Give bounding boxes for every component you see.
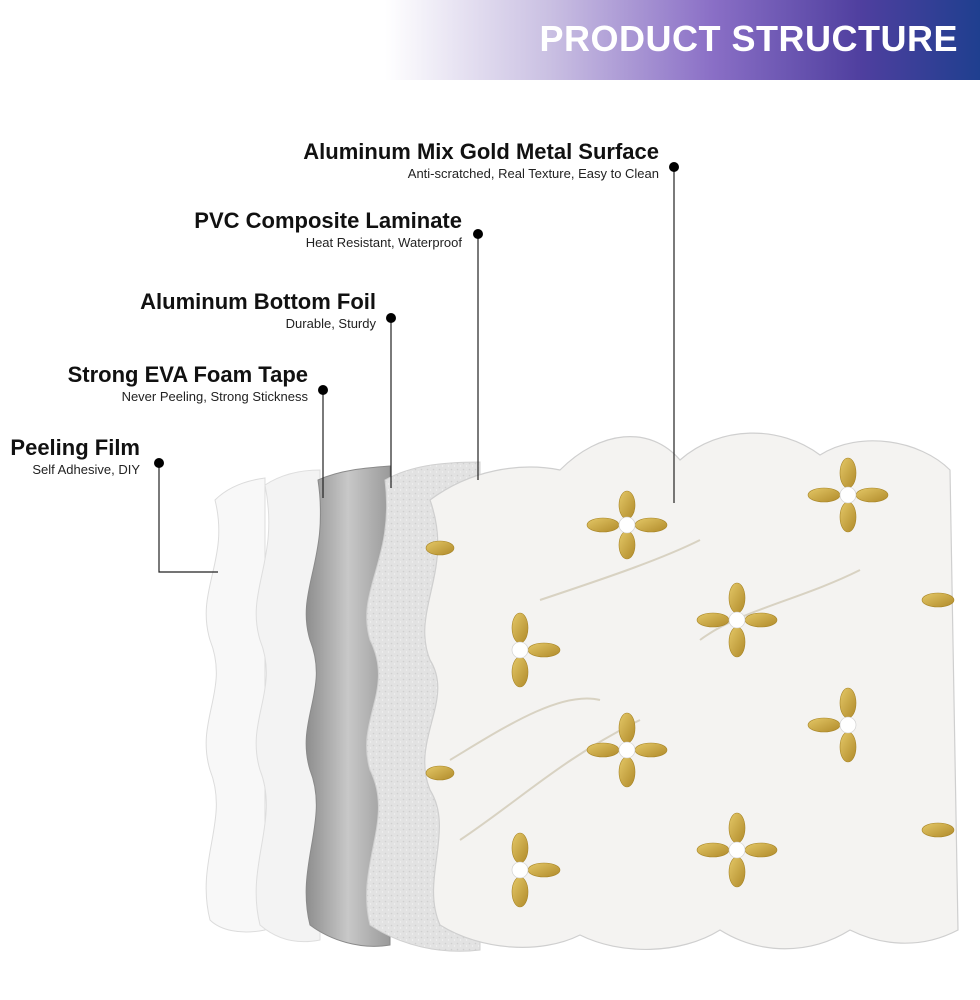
header-banner: PRODUCT STRUCTURE: [385, 0, 980, 80]
label-metal-surface: Aluminum Mix Gold Metal Surface Anti-scr…: [303, 139, 659, 182]
label-peeling-film: Peeling Film Self Adhesive, DIY: [10, 435, 140, 478]
layer-description: Heat Resistant, Waterproof: [305, 235, 462, 250]
layer-name: Aluminum Mix Gold Metal Surface: [303, 139, 659, 164]
page-title: PRODUCT STRUCTURE: [539, 18, 958, 59]
label-eva-foam: Strong EVA Foam Tape Never Peeling, Stro…: [68, 362, 308, 405]
layer-description: Self Adhesive, DIY: [32, 462, 140, 477]
layer-description: Never Peeling, Strong Stickness: [121, 389, 308, 404]
layer-name: PVC Composite Laminate: [194, 208, 462, 233]
layer-name: Peeling Film: [10, 435, 140, 460]
layer-name: Aluminum Bottom Foil: [140, 289, 376, 314]
layer-description: Anti-scratched, Real Texture, Easy to Cl…: [407, 166, 659, 181]
layer-name: Strong EVA Foam Tape: [67, 362, 308, 387]
leader-lines: [158, 167, 675, 573]
leader-dots: [154, 162, 679, 468]
layer-description: Durable, Sturdy: [285, 316, 376, 331]
label-pvc-laminate: PVC Composite Laminate Heat Resistant, W…: [194, 208, 462, 251]
layer-peeling-film-shape: [205, 477, 266, 933]
layer-metal-surface-shape: [424, 432, 959, 951]
label-aluminum-foil: Aluminum Bottom Foil Durable, Sturdy: [140, 289, 376, 332]
gold-flower-inlays: [425, 457, 955, 908]
layer-eva-foam-shape: [255, 469, 321, 943]
